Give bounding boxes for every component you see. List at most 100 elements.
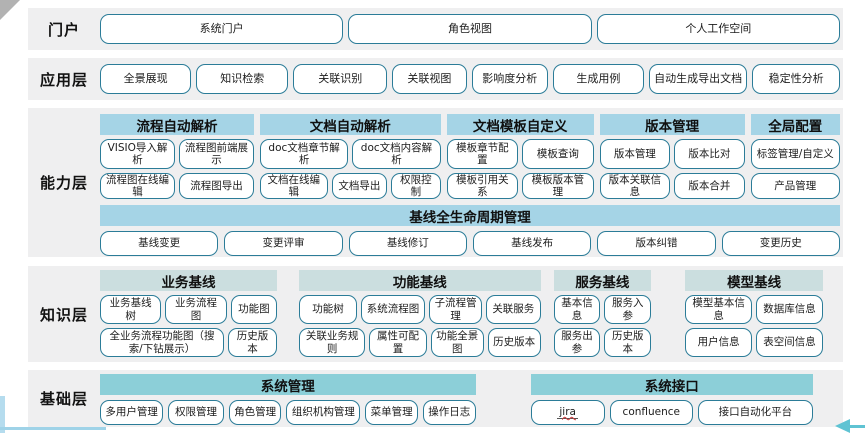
capability-box: 产品管理 [750,173,840,199]
knowledge-group-function: 功能基线 功能树 系统流程图 子流程管理 关联服务 关联业务规则 属性可配置 功… [299,270,541,362]
group-header: 文档模板自定义 [446,114,594,135]
knowledge-box: 模型基本信息 [685,295,753,324]
foundation-box: 权限管理 [168,400,224,425]
application-box: 稳定性分析 [752,64,840,94]
baseline-box: 基线发布 [472,231,592,256]
capability-group-doc-parse: 文档自动解析 doc文档章节解析 doc文档内容解析 文档在线编辑 文档导出 权… [259,114,441,199]
capability-box: 版本比对 [674,139,745,169]
foundation-box: 角色管理 [228,400,282,425]
application-box: 知识检索 [196,64,289,94]
baseline-box: 变更历史 [721,231,840,256]
capability-box: 模板引用关系 [446,173,519,199]
application-box: 关联视图 [392,64,467,94]
foundation-content: 系统管理 多用户管理 权限管理 角色管理 组织机构管理 菜单管理 操作日志 系统… [100,370,843,427]
application-box: 生成用例 [552,64,645,94]
capability-box: doc文档内容解析 [352,139,441,169]
knowledge-box: 历史版本 [604,328,652,357]
capability-group-version: 版本管理 版本管理 版本比对 版本关联信息 版本合并 [599,114,745,199]
layer-label-application: 应用层 [39,70,88,89]
knowledge-box: 属性可配置 [369,328,427,357]
capability-group-process-parse: 流程自动解析 VISIO导入解析 流程图前端展示 流程图在线编辑 流程图导出 [100,114,254,199]
group-header: 系统管理 [100,374,476,395]
knowledge-box: 系统流程图 [360,295,426,324]
knowledge-box: 功能图 [230,295,278,324]
knowledge-box: 全业务流程功能图（搜索/下钻展示） [100,328,224,357]
knowledge-box: 关联业务规则 [299,328,366,357]
knowledge-box: 业务基线树 [100,295,162,324]
portal-items: 系统门户 角色视图 个人工作空间 [100,8,843,50]
baseline-items: 基线变更 变更评审 基线修订 基线发布 版本纠错 变更历史 [100,231,840,256]
knowledge-box: 数据库信息 [756,295,823,324]
layer-band-foundation: 基础层 系统管理 多用户管理 权限管理 角色管理 组织机构管理 菜单管理 操作日… [28,370,843,427]
capability-box: 文档在线编辑 [259,173,328,199]
bottom-edge-accent [0,427,106,430]
knowledge-box: 服务出参 [553,328,601,357]
capability-groups: 流程自动解析 VISIO导入解析 流程图前端展示 流程图在线编辑 流程图导出 文… [100,114,840,199]
group-header: 服务基线 [553,270,652,291]
knowledge-group-service: 服务基线 基本信息 服务入参 服务出参 历史版本 [553,270,652,362]
foundation-group-system-interface: 系统接口 jira confluence 接口自动化平台 [530,374,813,427]
knowledge-box: 业务流程图 [165,295,227,324]
capability-box: 版本合并 [674,173,745,199]
group-header: 全局配置 [750,114,840,135]
baseline-box: 基线变更 [100,231,219,256]
group-header: 文档自动解析 [259,114,441,135]
foundation-box: 操作日志 [422,400,476,425]
foundation-box-jira: jira [530,400,605,425]
layer-label-knowledge: 知识层 [39,305,88,324]
capability-group-global-config: 全局配置 标签管理/自定义 产品管理 [750,114,840,199]
knowledge-box: 子流程管理 [429,295,483,324]
portal-box: 系统门户 [100,14,344,44]
knowledge-box: 功能树 [299,295,357,324]
page-corner-fold [0,0,20,20]
jira-misspelled-text: jira [557,405,578,420]
group-header: 流程自动解析 [100,114,254,135]
capability-box: 模板版本管理 [522,173,594,199]
layer-band-capability: 能力层 流程自动解析 VISIO导入解析 流程图前端展示 流程图在线编辑 流程图… [28,108,843,257]
layer-label-portal: 门户 [47,20,80,39]
group-header: 业务基线 [100,270,278,291]
arrow-tail [849,424,865,428]
capability-group-template: 文档模板自定义 模板章节配置 模板查询 模板引用关系 模板版本管理 [446,114,594,199]
foundation-box: 多用户管理 [100,400,164,425]
portal-box: 角色视图 [348,14,592,44]
left-arrow-icon [835,419,865,433]
capability-box: 标签管理/自定义 [750,139,840,169]
baseline-section-header: 基线全生命周期管理 [100,205,840,226]
knowledge-box: 历史版本 [487,328,541,357]
knowledge-box: 关联服务 [486,295,541,324]
capability-box: 版本关联信息 [599,173,671,199]
application-box: 全景展现 [100,64,192,94]
application-box: 自动生成导出文档 [649,64,748,94]
knowledge-box: 用户信息 [685,328,753,357]
capability-box: 流程图前端展示 [178,139,254,169]
capability-box: 模板查询 [522,139,594,169]
foundation-box: 组织机构管理 [286,400,361,425]
group-header: 模型基线 [685,270,823,291]
knowledge-group-business: 业务基线 业务基线树 业务流程图 功能图 全业务流程功能图（搜索/下钻展示） 历… [100,270,278,362]
knowledge-box: 服务入参 [604,295,652,324]
layer-band-application: 应用层 全景展现 知识检索 关联识别 关联视图 影响度分析 生成用例 自动生成导… [28,58,843,100]
foundation-box: 接口自动化平台 [697,400,813,425]
knowledge-box: 功能全景图 [430,328,484,357]
capability-box: 版本管理 [599,139,671,169]
foundation-group-system-management: 系统管理 多用户管理 权限管理 角色管理 组织机构管理 菜单管理 操作日志 [100,374,476,427]
baseline-box: 变更评审 [224,231,343,256]
capability-box: VISIO导入解析 [100,139,175,169]
knowledge-box: 历史版本 [227,328,278,357]
knowledge-content: 业务基线 业务基线树 业务流程图 功能图 全业务流程功能图（搜索/下钻展示） 历… [100,266,843,362]
foundation-box-confluence: confluence [609,400,693,425]
capability-box: 流程图导出 [178,173,254,199]
layer-band-knowledge: 知识层 业务基线 业务基线树 业务流程图 功能图 全业务流程功能图（搜索/下钻展… [28,266,843,362]
baseline-box: 基线修订 [348,231,467,256]
capability-box: 流程图在线编辑 [100,173,175,199]
capability-box: 权限控制 [391,173,441,199]
application-box: 关联识别 [293,64,388,94]
capability-content: 流程自动解析 VISIO导入解析 流程图前端展示 流程图在线编辑 流程图导出 文… [100,108,843,257]
arrow-head [835,419,850,433]
group-header: 功能基线 [299,270,541,291]
layer-label-capability: 能力层 [39,174,88,192]
group-header: 系统接口 [530,374,813,395]
capability-box: doc文档章节解析 [259,139,349,169]
knowledge-box: 基本信息 [553,295,601,324]
